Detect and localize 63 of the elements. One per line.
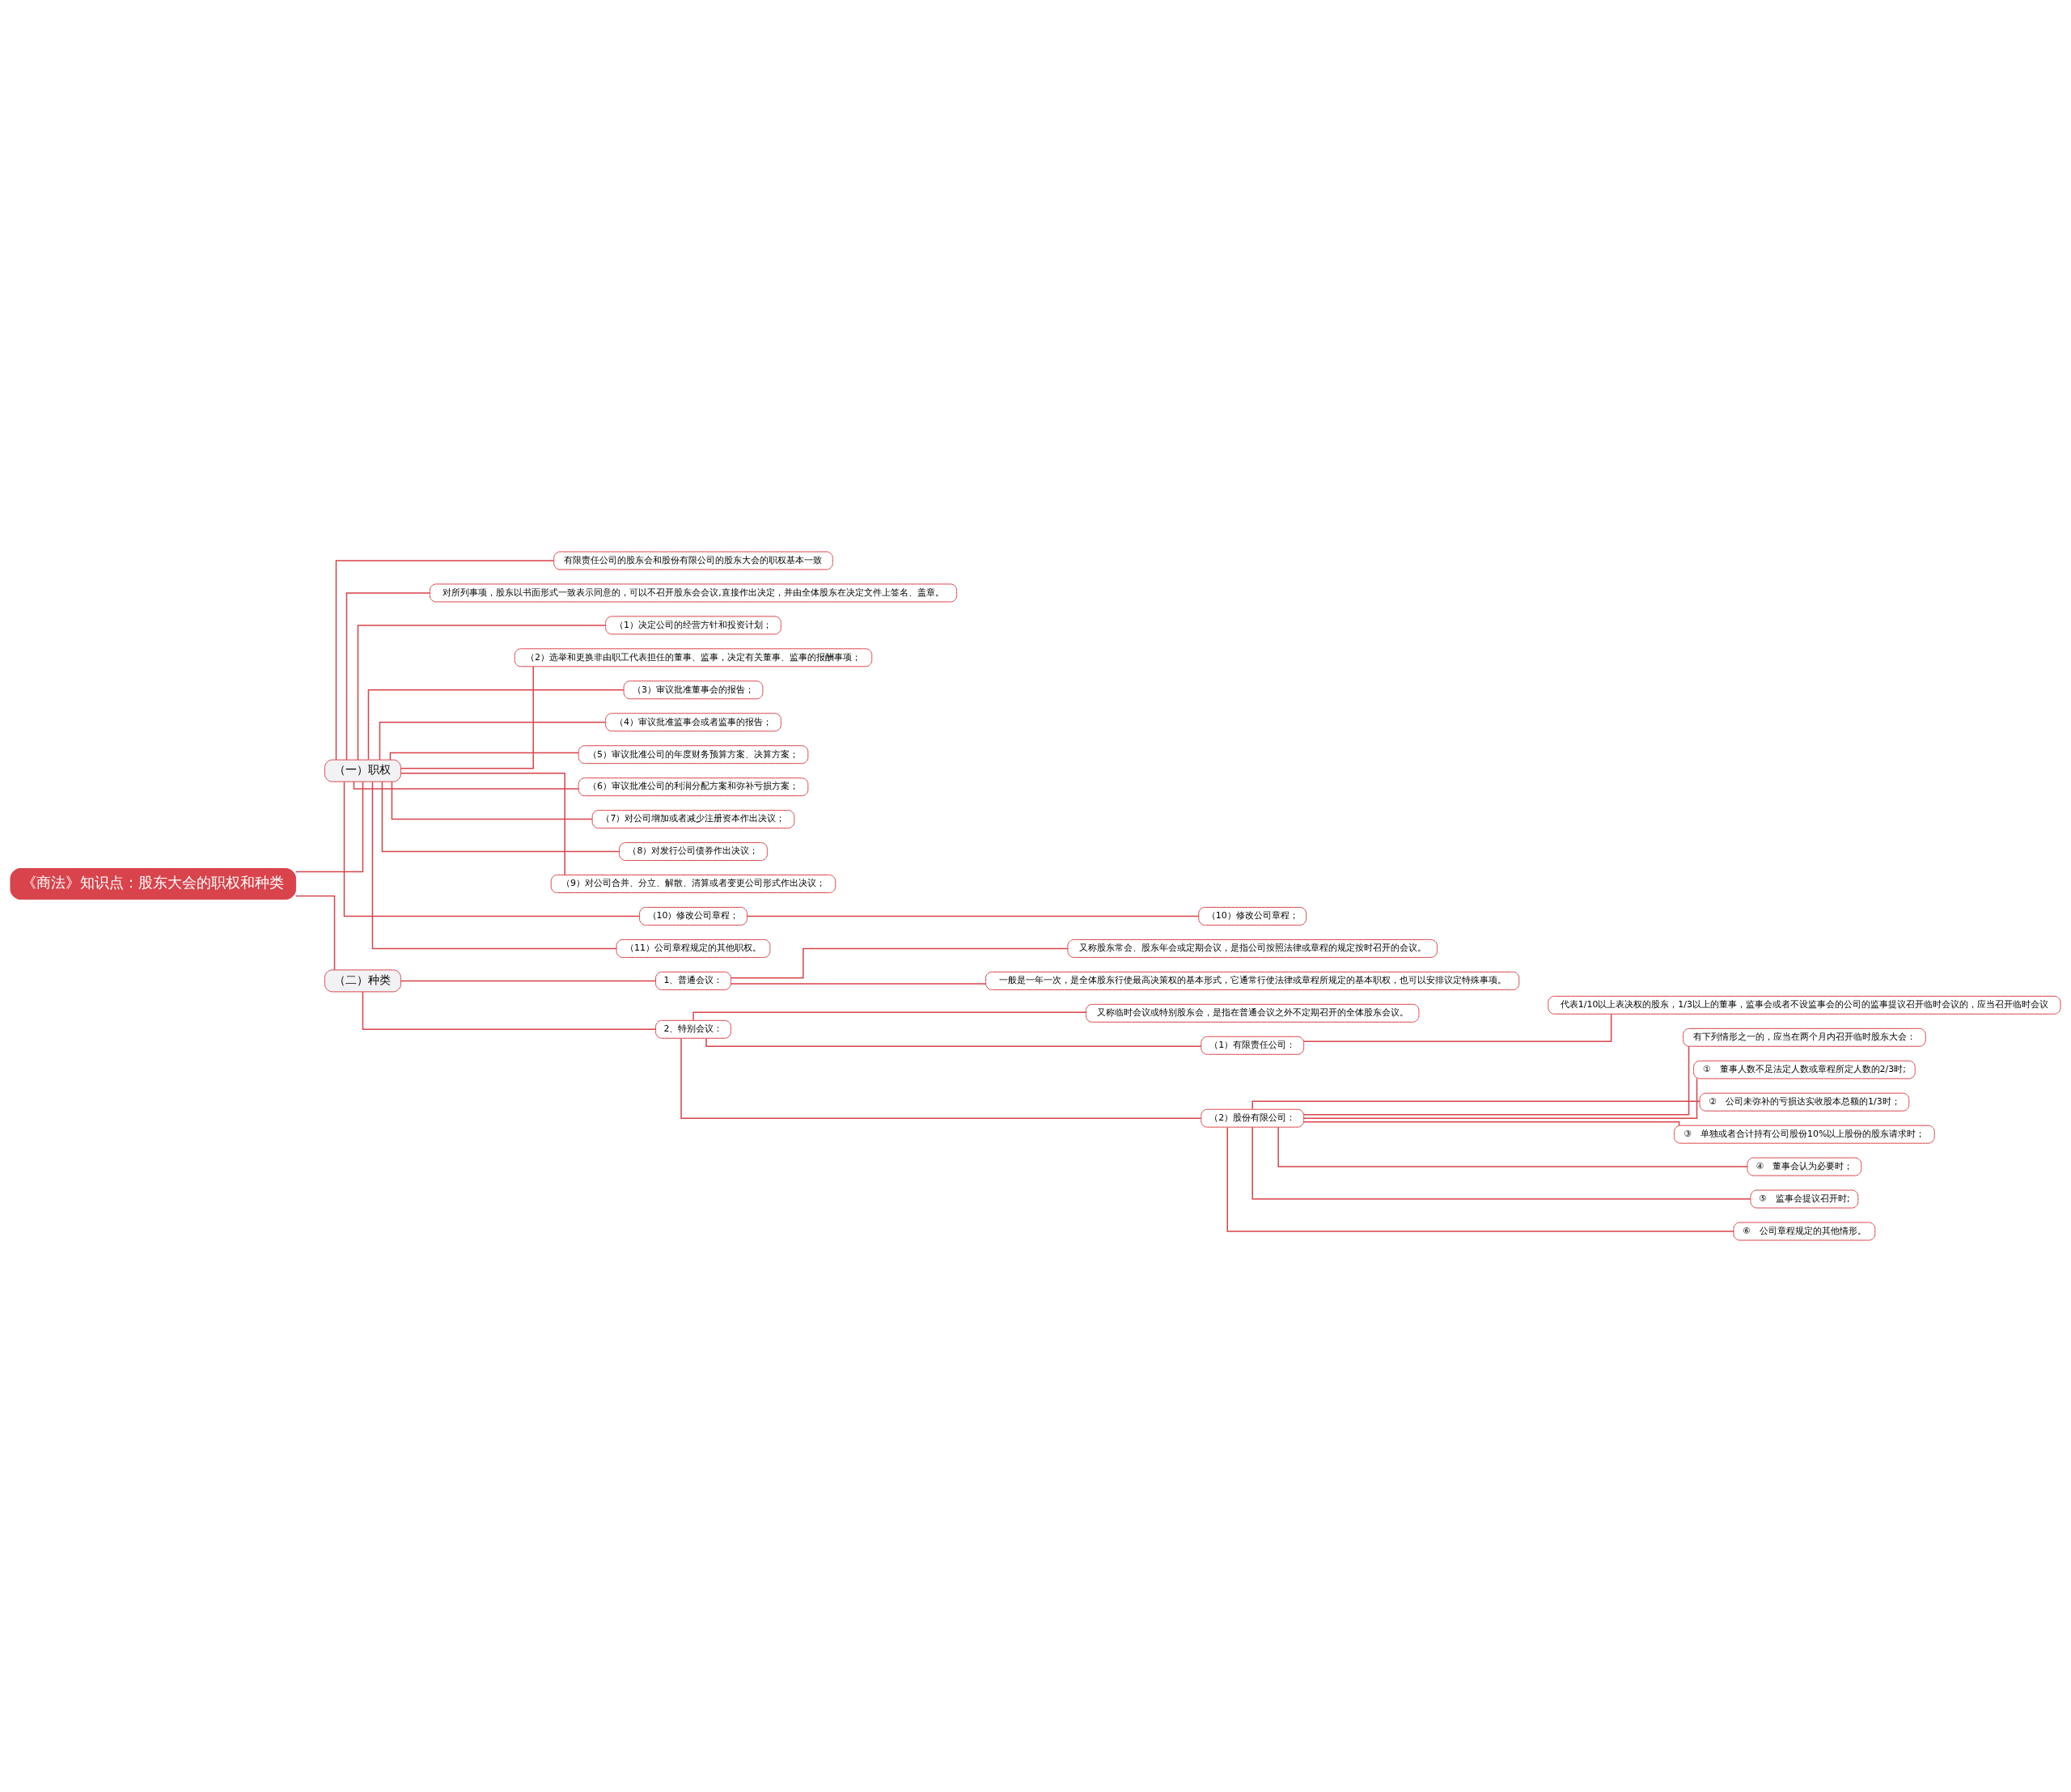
node-box: ① 董事人数不足法定人数或章程所定人数的2/3时;: [1693, 1060, 1916, 1079]
node-box: 又称临时会议或特别股东会，是指在普通会议之外不定期召开的全体股东会议。: [1085, 1003, 1420, 1023]
node-box: （7）对公司增加或者减少注册资本作出决议；: [591, 810, 795, 829]
node-box: ② 公司未弥补的亏损达实收股本总额的1/3时；: [1699, 1092, 1910, 1112]
node-box: 1、普通会议：: [655, 971, 731, 990]
node-box: （5）审议批准公司的年度财务预算方案、决算方案；: [578, 745, 809, 765]
connector: [379, 722, 607, 760]
node-box: 一般是一年一次，是全体股东行使最高决策权的基本形式，它通常行使法律或章程所规定的基本职权，也可以安排议定特殊事项。: [985, 971, 1520, 990]
node-box: （8）对发行公司债券作出决议；: [619, 842, 768, 862]
connector: [389, 752, 579, 760]
connector: [353, 781, 579, 790]
connector: [1302, 1045, 1690, 1116]
node-box: 有限责任公司的股东会和股份有限公司的股东大会的职权基本一致: [553, 551, 833, 570]
node-box: 有下列情形之一的，应当在两个月内召开临时股东大会：: [1683, 1027, 1926, 1047]
node-box: 《商法》知识点：股东大会的职权和种类: [10, 868, 297, 900]
connector: [400, 980, 657, 982]
node-box: （6）审议批准公司的利润分配方案和弥补亏损方案；: [578, 777, 809, 797]
node-box: （4）审议批准监事会或者监事的报告；: [605, 713, 781, 732]
node-box: （10）修改公司章程；: [639, 907, 748, 926]
node-box: 代表1/10以上表决权的股东，1/3以上的董事，监事会或者不设监事会的公司的监事提议召开临时会议的，应当召开临时会议: [1548, 995, 2061, 1015]
connector: [400, 666, 534, 769]
connector: [1251, 1100, 1700, 1110]
node-box: ⑤ 监事会提议召开时;: [1750, 1189, 1859, 1209]
connector: [1226, 1126, 1734, 1232]
node-box: （3）审议批准董事会的报告；: [623, 680, 764, 700]
node-box: 2、特别会议：: [655, 1019, 731, 1039]
connector: [362, 991, 657, 1031]
node-box: （10）修改公司章程；: [1198, 907, 1307, 926]
connector: [1251, 1126, 1751, 1200]
connector: [1303, 1121, 1680, 1126]
connector: [746, 915, 1200, 917]
node-box: 又称股东常会、股东年会或定期会议，是指公司按照法律或章程的规定按时召开的会议。: [1067, 938, 1438, 958]
connector: [367, 689, 625, 760]
node-box: （1）决定公司的经营方针和投资计划；: [605, 616, 781, 635]
connector: [371, 781, 617, 950]
connector: [680, 1037, 1202, 1119]
connector: [705, 1038, 1202, 1048]
node-box: （9）对公司合并、分立、解散、清算或者变更公司形式作出决议；: [550, 875, 836, 893]
connector: [294, 895, 336, 971]
connector: [343, 781, 641, 917]
node-box: （1）有限责任公司：: [1201, 1036, 1305, 1055]
node-box: ③ 单独或者合计持有公司股份10%以上股份的股东请求时；: [1674, 1125, 1935, 1144]
connector: [381, 781, 620, 853]
node-box: ⑥ 公司章程规定的其他情形。: [1733, 1222, 1876, 1241]
connector: [730, 983, 987, 985]
connector: [400, 772, 565, 876]
connector: [1303, 1078, 1698, 1119]
node-box: （11）公司章程规定的其他职权。: [616, 938, 771, 958]
node-box: ④ 董事会认为必要时；: [1747, 1157, 1862, 1176]
connector: [357, 625, 607, 760]
connector: [345, 592, 430, 760]
node-box: （2）股份有限公司：: [1201, 1108, 1305, 1128]
connector: [1277, 1126, 1748, 1167]
connector: [295, 781, 364, 873]
connector: [692, 1011, 1086, 1021]
node-box: （一）职权: [324, 759, 401, 782]
node-box: 对所列事项，股东以书面形式一致表示同意的，可以不召开股东会会议,直接作出决定，并由全体股东在决定文件上签名、盖章。: [429, 583, 958, 603]
node-box: （二）种类: [324, 969, 401, 993]
connector: [391, 781, 593, 820]
node-box: （2）选举和更换非由职工代表担任的董事、监事，决定有关董事、监事的报酬事项；: [514, 648, 873, 667]
connector: [1302, 1013, 1612, 1043]
connector: [731, 947, 1069, 979]
connector: [335, 560, 555, 760]
